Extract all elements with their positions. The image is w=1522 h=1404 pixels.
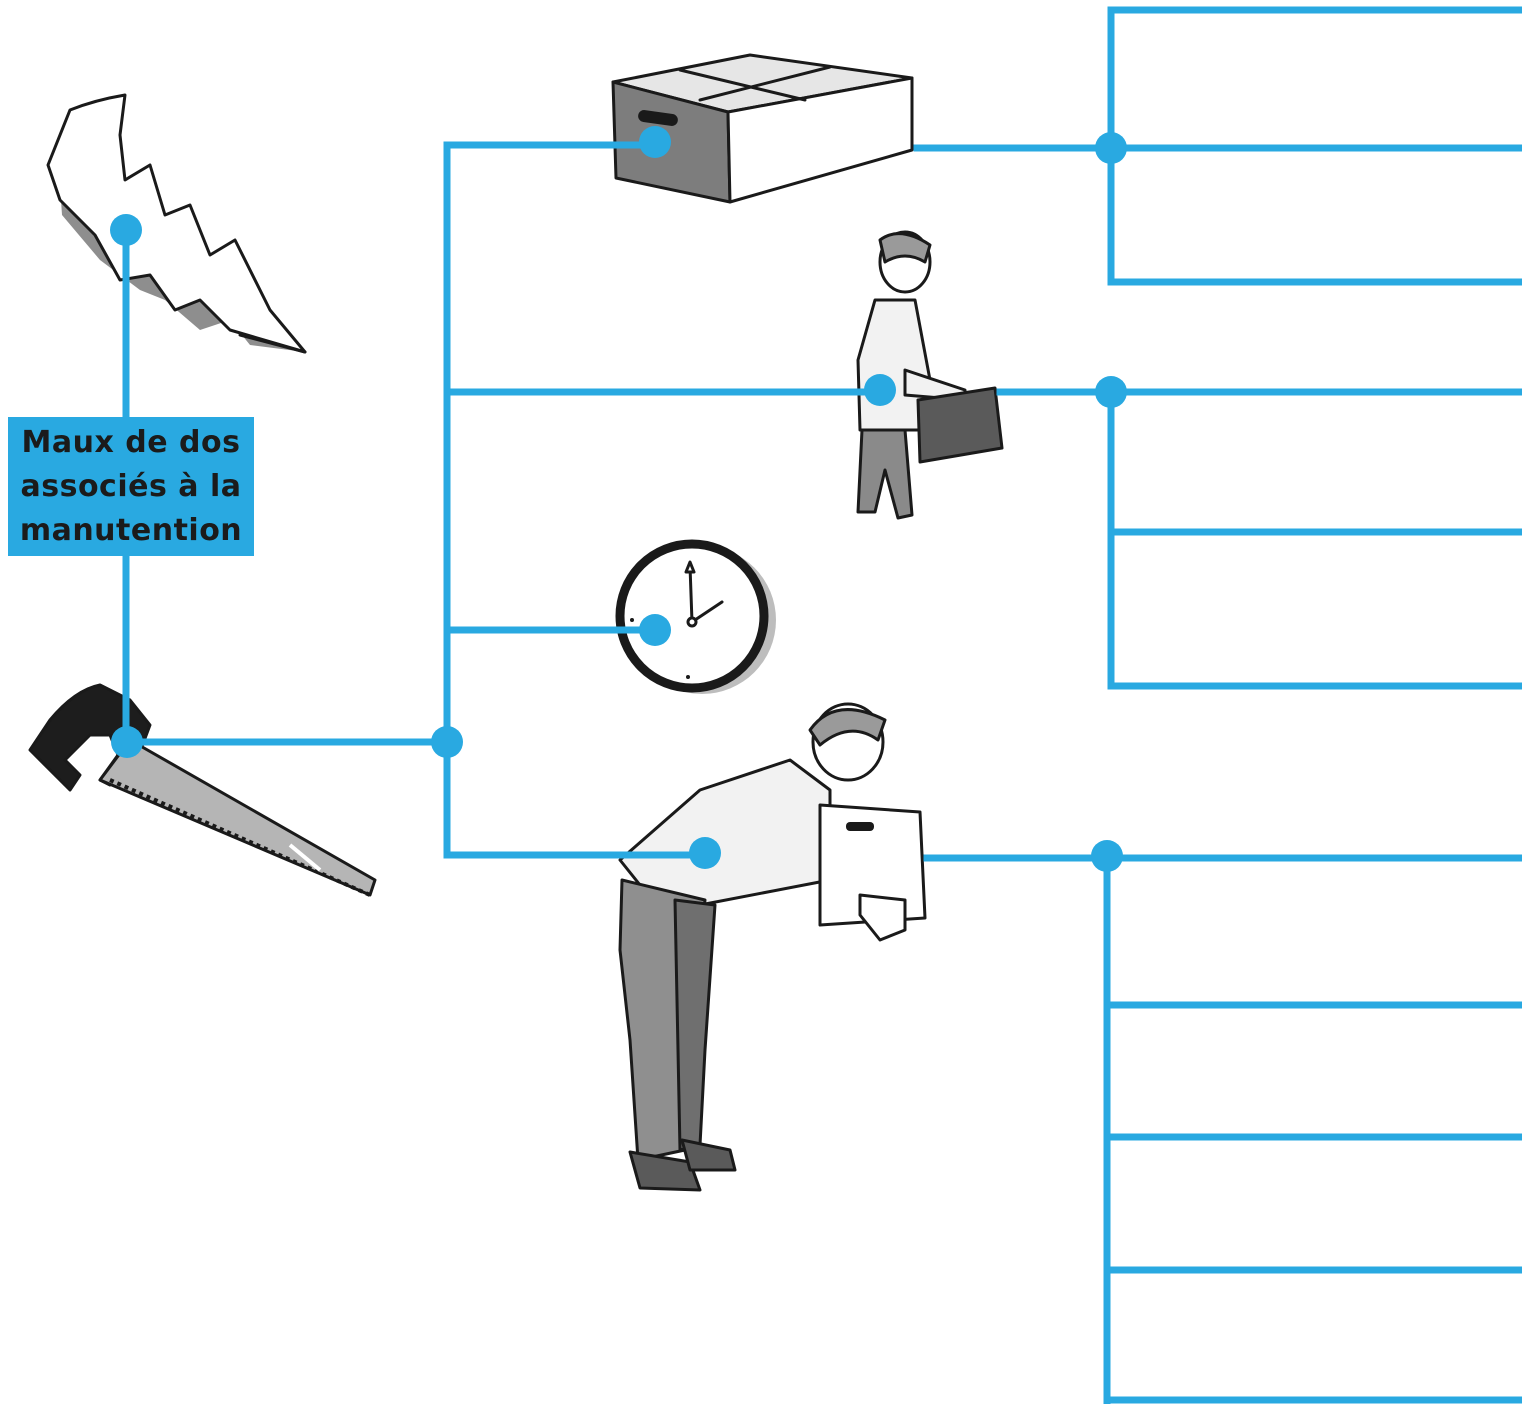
node-group3 xyxy=(1091,840,1123,872)
node-saw xyxy=(111,726,143,758)
node-box xyxy=(639,126,671,158)
node-dots xyxy=(110,126,1127,872)
node-group1 xyxy=(1095,132,1127,164)
node-lightning xyxy=(110,214,142,246)
hand-saw-icon xyxy=(30,685,375,895)
connector-lines xyxy=(126,10,1522,1404)
node-group2 xyxy=(1095,376,1127,408)
pain-lightning-icon xyxy=(48,95,305,352)
node-clock xyxy=(639,614,671,646)
node-man-bending xyxy=(689,837,721,869)
node-man-folder xyxy=(864,374,896,406)
man-bending-lifting-box-icon xyxy=(620,704,925,1190)
title-box: Maux de dos associés à la manutention xyxy=(8,417,254,556)
node-hub xyxy=(431,726,463,758)
diagram-title: Maux de dos associés à la manutention xyxy=(20,421,242,553)
